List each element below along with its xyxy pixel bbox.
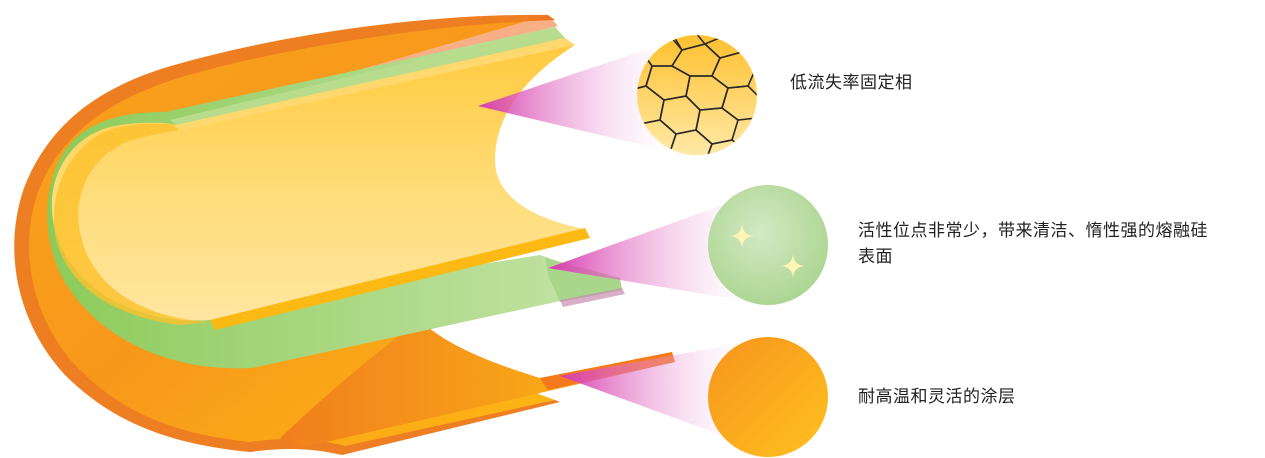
fused-silica-layer bbox=[47, 27, 620, 369]
stationary-phase-rim bbox=[53, 123, 210, 325]
stationary-phase-bottom-edge bbox=[210, 228, 590, 330]
fused-silica-label-line-1: 活性位点非常少，带来清洁、惰性强的熔融硅 bbox=[858, 221, 1208, 241]
stationary-phase-label: 低流失率固定相 bbox=[790, 73, 913, 93]
fused-silica-magnified-circle bbox=[708, 185, 828, 305]
stationary-phase-magnified-circle bbox=[636, 34, 758, 156]
coating-bottom-face bbox=[280, 320, 675, 448]
coating-magnified-circle bbox=[708, 337, 828, 457]
stationary-phase-layer bbox=[51, 38, 591, 321]
coating-label: 耐高温和灵活的涂层 bbox=[858, 387, 1016, 407]
stationary-phase-top-edge bbox=[172, 38, 575, 130]
fused-silica-top-edge bbox=[170, 27, 565, 128]
callout-beam-fused-silica bbox=[548, 198, 742, 300]
sparkle-icon bbox=[781, 254, 805, 278]
fused-silica-bottom-edge bbox=[560, 288, 625, 307]
callout-beam-stationary-phase bbox=[478, 45, 660, 148]
fused-silica-label-line-2: 表面 bbox=[858, 247, 893, 267]
callout-beam-coating bbox=[560, 345, 735, 440]
sparkle-icon bbox=[730, 224, 754, 248]
capillary-tube bbox=[14, 14, 675, 455]
coating-rim bbox=[14, 14, 560, 455]
fused-silica-label: 活性位点非常少，带来清洁、惰性强的熔融硅 表面 bbox=[858, 218, 1208, 270]
